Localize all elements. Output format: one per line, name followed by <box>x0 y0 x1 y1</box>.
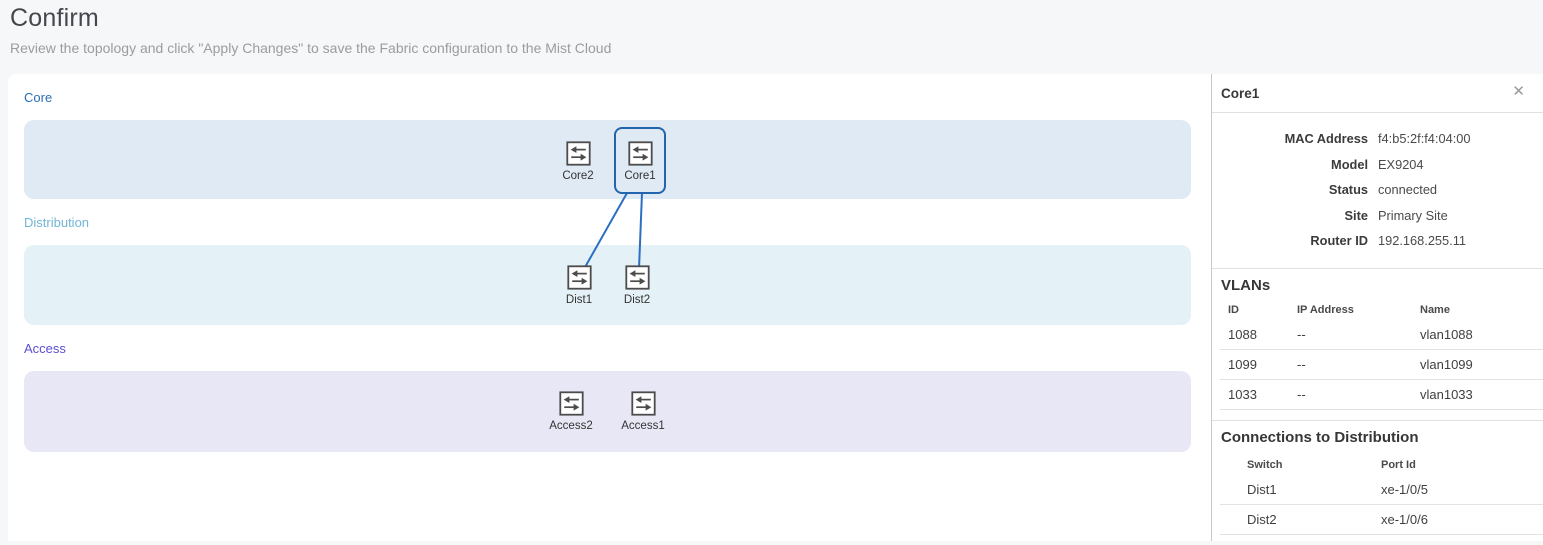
node-access1[interactable]: Access1 <box>613 391 673 432</box>
router-id-value: 192.168.255.11 <box>1378 233 1467 249</box>
col-header: Name <box>1420 303 1450 316</box>
page-title: Confirm <box>10 4 99 32</box>
connection-port: xe-1/0/5 <box>1381 481 1428 497</box>
switch-icon <box>566 141 591 166</box>
vlan-ip: -- <box>1297 326 1306 342</box>
site-value: Primary Site <box>1378 207 1448 223</box>
connection-switch: Dist1 <box>1247 481 1277 497</box>
vlans-table: ID IP Address Name 1088 -- vlan1088 1099… <box>1212 300 1543 420</box>
divider <box>1212 419 1543 421</box>
vlan-ip: -- <box>1297 386 1306 402</box>
table-row: 1099 -- vlan1099 <box>1220 350 1543 380</box>
detail-label: Router ID <box>1310 233 1368 249</box>
switch-icon <box>631 391 656 416</box>
vlans-title: VLANs <box>1221 276 1271 294</box>
divider <box>1212 267 1543 269</box>
detail-row: Status connected <box>1212 177 1543 203</box>
vlan-id: 1033 <box>1228 386 1257 402</box>
vlan-id: 1099 <box>1228 356 1257 372</box>
node-access2[interactable]: Access2 <box>541 391 601 432</box>
panel-header: Core1 ✕ <box>1212 74 1543 113</box>
table-row: Dist2 xe-1/0/6 <box>1220 505 1543 535</box>
vlan-ip: -- <box>1297 356 1306 372</box>
switch-icon <box>567 265 592 290</box>
tier-label-core: Core <box>24 90 53 105</box>
col-header: ID <box>1228 303 1239 316</box>
node-label: Core1 <box>624 170 656 182</box>
switch-icon <box>628 141 653 166</box>
vlans-section: VLANs ID IP Address Name 1088 -- vlan108… <box>1212 269 1543 420</box>
tier-label-access: Access <box>24 341 66 356</box>
table-header-row: Switch Port Id <box>1212 455 1543 475</box>
node-label: Access2 <box>549 420 593 432</box>
vlan-name: vlan1033 <box>1420 386 1473 402</box>
connections-table: Switch Port Id Dist1 xe-1/0/5 Dist2 xe-1… <box>1212 455 1543 545</box>
device-details-panel: Core1 ✕ MAC Address f4:b5:2f:f4:04:00 Mo… <box>1211 74 1543 541</box>
table-header-row: ID IP Address Name <box>1212 300 1543 320</box>
node-label: Dist1 <box>565 294 593 306</box>
detail-row: Model EX9204 <box>1212 152 1543 178</box>
connections-title: Connections to Distribution <box>1221 428 1419 446</box>
model-value: EX9204 <box>1378 156 1424 172</box>
detail-row: Router ID 192.168.255.11 <box>1212 228 1543 254</box>
page-subtitle: Review the topology and click "Apply Cha… <box>10 40 612 56</box>
col-header: IP Address <box>1297 303 1354 316</box>
tier-label-distribution: Distribution <box>24 215 90 230</box>
node-core1[interactable]: Core1 <box>610 141 670 182</box>
table-row: Dist1 xe-1/0/5 <box>1220 475 1543 505</box>
node-dist1[interactable]: Dist1 <box>549 265 609 306</box>
switch-icon <box>625 265 650 290</box>
vlan-id: 1088 <box>1228 326 1257 342</box>
node-dist2[interactable]: Dist2 <box>607 265 667 306</box>
node-core2[interactable]: Core2 <box>548 141 608 182</box>
detail-row: MAC Address f4:b5:2f:f4:04:00 <box>1212 126 1543 152</box>
node-label: Core2 <box>562 170 594 182</box>
connection-switch: Dist2 <box>1247 511 1277 527</box>
node-label: Access1 <box>621 420 665 432</box>
col-header: Port Id <box>1381 458 1416 471</box>
connection-port: xe-1/0/6 <box>1381 511 1428 527</box>
status-value: connected <box>1378 182 1438 198</box>
detail-row: Site Primary Site <box>1212 203 1543 229</box>
table-row: 1088 -- vlan1088 <box>1220 320 1543 350</box>
detail-label: Site <box>1344 207 1368 223</box>
tier-band-access <box>24 371 1191 452</box>
detail-label: Status <box>1328 182 1368 198</box>
table-row: 1033 -- vlan1033 <box>1220 380 1543 410</box>
connections-section: Connections to Distribution Switch Port … <box>1212 421 1543 545</box>
device-details: MAC Address f4:b5:2f:f4:04:00 Model EX92… <box>1212 113 1543 268</box>
selected-node-outline <box>614 127 666 194</box>
mac-address-value: f4:b5:2f:f4:04:00 <box>1378 131 1471 147</box>
topology-canvas: Core Distribution Access Core2 Core1 Dis… <box>8 74 1211 541</box>
detail-label: MAC Address <box>1284 131 1368 147</box>
detail-label: Model <box>1331 156 1368 172</box>
tier-band-core <box>24 120 1191 199</box>
close-icon[interactable]: ✕ <box>1512 83 1525 100</box>
vlan-name: vlan1099 <box>1420 356 1473 372</box>
node-label: Dist2 <box>623 294 651 306</box>
vlan-name: vlan1088 <box>1420 326 1473 342</box>
panel-title: Core1 <box>1221 86 1260 101</box>
page-header: Confirm Review the topology and click "A… <box>10 4 611 56</box>
col-header: Switch <box>1247 458 1283 471</box>
switch-icon <box>559 391 584 416</box>
